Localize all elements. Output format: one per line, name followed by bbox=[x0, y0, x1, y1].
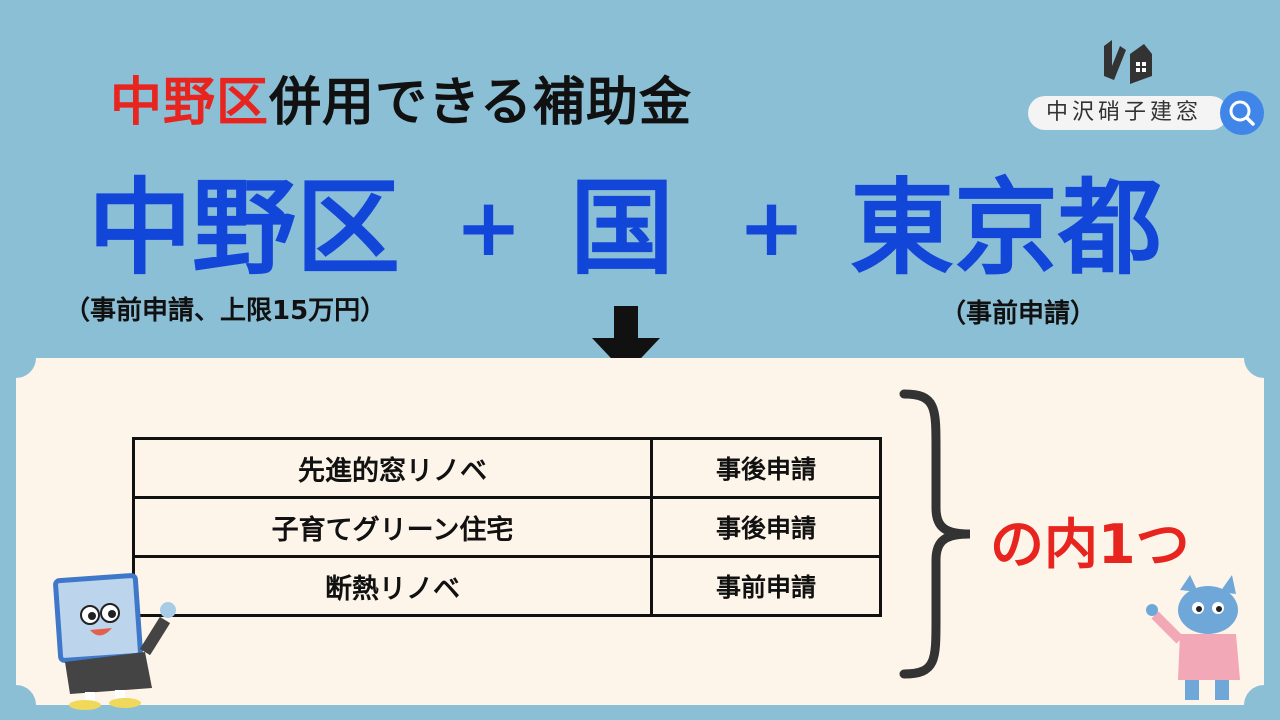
title-rest: 併用できる補助金 bbox=[269, 73, 692, 133]
tokyo-label: 東京都 bbox=[850, 167, 1163, 289]
table-row: 子育てグリーン住宅事後申請 bbox=[132, 496, 882, 558]
window-mascot-icon bbox=[40, 570, 190, 714]
table-row: 先進的窓リノベ事後申請 bbox=[132, 437, 882, 499]
subsidy-name: 先進的窓リノベ bbox=[132, 437, 653, 499]
title-highlight: 中野区 bbox=[110, 73, 270, 133]
page-title: 中野区併用できる補助金 bbox=[110, 60, 692, 135]
plus-sign: + bbox=[455, 181, 523, 274]
ward-label: 中野区 bbox=[88, 167, 401, 289]
house-logo-icon bbox=[1100, 36, 1160, 90]
cat-mascot-icon bbox=[1140, 570, 1270, 714]
application-timing: 事後申請 bbox=[650, 437, 882, 499]
plus-sign: + bbox=[738, 181, 806, 274]
ward-note: （事前申請、上限15万円） bbox=[64, 296, 387, 326]
curly-brace-icon bbox=[896, 388, 976, 684]
tokyo-note: （事前申請） bbox=[940, 299, 1097, 329]
national-subsidy-table: 先進的窓リノベ事後申請 子育てグリーン住宅事後申請 断熱リノベ事前申請 bbox=[132, 437, 882, 617]
search-icon bbox=[1220, 91, 1264, 135]
application-timing: 事後申請 bbox=[650, 496, 882, 558]
application-timing: 事前申請 bbox=[650, 555, 882, 617]
logo-name: 中沢硝子建窓 bbox=[1028, 96, 1228, 130]
subsidy-name: 断熱リノベ bbox=[132, 555, 653, 617]
table-row: 断熱リノベ事前申請 bbox=[132, 555, 882, 617]
subsidy-name: 子育てグリーン住宅 bbox=[132, 496, 653, 558]
national-label: 国 bbox=[570, 167, 675, 289]
one-of-label: の内1つ bbox=[990, 513, 1190, 576]
arrow-down-icon bbox=[592, 306, 660, 378]
